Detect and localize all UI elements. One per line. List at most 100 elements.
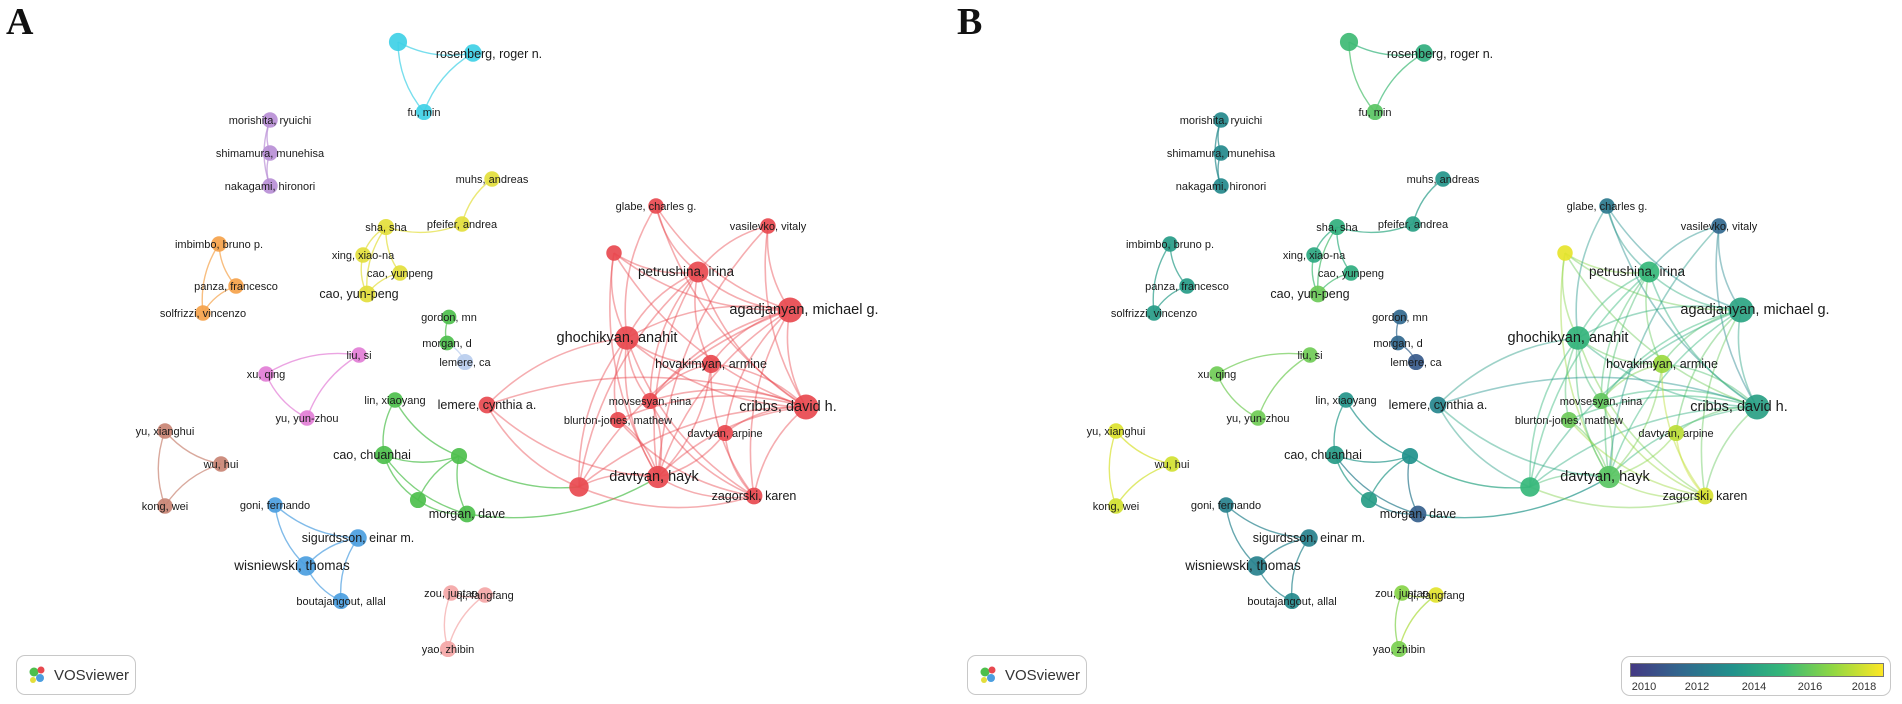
node-morgan-dave[interactable] — [1409, 505, 1427, 523]
node-cao-yun-peng[interactable] — [1309, 285, 1327, 303]
node-kong-wei[interactable] — [157, 498, 173, 514]
node-movsesyan[interactable] — [1592, 392, 1610, 410]
node-pfeifer[interactable] — [1405, 216, 1421, 232]
node-solfrizzi[interactable] — [1146, 305, 1162, 321]
node-qi-fangfang[interactable] — [477, 587, 493, 603]
node-imbimbo[interactable] — [1162, 236, 1178, 252]
node-red-unlabeled-2[interactable] — [1520, 477, 1540, 497]
node-xu-qing[interactable] — [1209, 366, 1225, 382]
node-xu-qing[interactable] — [258, 366, 274, 382]
node-panza[interactable] — [228, 278, 244, 294]
node-petrushina[interactable] — [1638, 261, 1660, 283]
node-gordon[interactable] — [441, 309, 457, 325]
node-zou-juntao[interactable] — [1394, 585, 1410, 601]
node-yu-xianghui[interactable] — [157, 423, 173, 439]
node-morgan-d[interactable] — [439, 335, 455, 351]
node-xing[interactable] — [1306, 247, 1322, 263]
node-fu-min[interactable] — [415, 103, 433, 121]
node-lemere-ca[interactable] — [456, 353, 474, 371]
node-yao-zhibin[interactable] — [1390, 640, 1408, 658]
node-agadjanyan[interactable] — [777, 297, 803, 323]
node-glabe[interactable] — [1599, 198, 1615, 214]
node-muhs[interactable] — [1435, 171, 1451, 187]
node-green-unlabeled-2[interactable] — [409, 491, 427, 509]
node-zagorski[interactable] — [745, 487, 763, 505]
node-unlabeled-cyan[interactable] — [1339, 32, 1359, 52]
node-shimamura[interactable] — [1213, 145, 1229, 161]
node-ghochikyan[interactable] — [615, 326, 639, 350]
node-qi-fangfang[interactable] — [1428, 587, 1444, 603]
node-morishita[interactable] — [1213, 112, 1229, 128]
node-davtyan-hayk[interactable] — [646, 465, 670, 489]
node-boutajangout[interactable] — [332, 592, 350, 610]
node-unlabeled-cyan[interactable] — [388, 32, 408, 52]
node-wu-hui[interactable] — [1164, 456, 1180, 472]
node-red-unlabeled-2[interactable] — [569, 477, 589, 497]
node-boutajangout[interactable] — [1283, 592, 1301, 610]
node-lemere-ca[interactable] — [1407, 353, 1425, 371]
node-lemere-cynthia[interactable] — [1429, 396, 1447, 414]
node-cribbs[interactable] — [793, 394, 819, 420]
node-wisniewski[interactable] — [1247, 556, 1267, 576]
node-wisniewski[interactable] — [296, 556, 316, 576]
node-cao-chuanhai[interactable] — [374, 445, 394, 465]
node-wu-hui[interactable] — [213, 456, 229, 472]
node-red-unlabeled[interactable] — [606, 245, 622, 261]
node-rosenberg[interactable] — [464, 44, 482, 62]
node-lin-xiaoyang[interactable] — [387, 392, 403, 408]
node-morishita[interactable] — [262, 112, 278, 128]
node-goni[interactable] — [1218, 497, 1234, 513]
node-cao-yunpeng[interactable] — [1343, 265, 1359, 281]
node-sigurdsson[interactable] — [1300, 529, 1318, 547]
node-cao-chuanhai[interactable] — [1325, 445, 1345, 465]
vosviewer-badge-a[interactable]: VOSviewer — [16, 655, 136, 695]
node-glabe[interactable] — [648, 198, 664, 214]
node-ghochikyan[interactable] — [1566, 326, 1590, 350]
node-yao-zhibin[interactable] — [439, 640, 457, 658]
node-cribbs[interactable] — [1744, 394, 1770, 420]
node-blurton-jones[interactable] — [1560, 411, 1578, 429]
node-hovakimyan[interactable] — [1652, 354, 1672, 374]
vosviewer-badge-b[interactable]: VOSviewer — [967, 655, 1087, 695]
node-zou-juntao[interactable] — [443, 585, 459, 601]
node-solfrizzi[interactable] — [195, 305, 211, 321]
node-green-unlabeled-1[interactable] — [1401, 447, 1419, 465]
node-davtyan-arpine[interactable] — [716, 424, 734, 442]
node-agadjanyan[interactable] — [1728, 297, 1754, 323]
node-yu-yun-zhou[interactable] — [299, 410, 315, 426]
node-goni[interactable] — [267, 497, 283, 513]
node-hovakimyan[interactable] — [701, 354, 721, 374]
node-petrushina[interactable] — [687, 261, 709, 283]
node-rosenberg[interactable] — [1415, 44, 1433, 62]
node-green-unlabeled-1[interactable] — [450, 447, 468, 465]
node-sigurdsson[interactable] — [349, 529, 367, 547]
node-lemere-cynthia[interactable] — [478, 396, 496, 414]
node-liu-si[interactable] — [351, 347, 367, 363]
node-davtyan-hayk[interactable] — [1597, 465, 1621, 489]
node-yu-xianghui[interactable] — [1108, 423, 1124, 439]
node-morgan-dave[interactable] — [458, 505, 476, 523]
node-xing[interactable] — [355, 247, 371, 263]
node-liu-si[interactable] — [1302, 347, 1318, 363]
node-lin-xiaoyang[interactable] — [1338, 392, 1354, 408]
node-red-unlabeled[interactable] — [1557, 245, 1573, 261]
node-zagorski[interactable] — [1696, 487, 1714, 505]
node-sha-sha[interactable] — [377, 218, 395, 236]
node-cao-yunpeng[interactable] — [392, 265, 408, 281]
node-movsesyan[interactable] — [641, 392, 659, 410]
node-sha-sha[interactable] — [1328, 218, 1346, 236]
node-davtyan-arpine[interactable] — [1667, 424, 1685, 442]
node-gordon[interactable] — [1392, 309, 1408, 325]
node-blurton-jones[interactable] — [609, 411, 627, 429]
node-cao-yun-peng[interactable] — [358, 285, 376, 303]
node-vasilevko[interactable] — [760, 218, 776, 234]
node-vasilevko[interactable] — [1711, 218, 1727, 234]
node-fu-min[interactable] — [1366, 103, 1384, 121]
node-imbimbo[interactable] — [211, 236, 227, 252]
node-nakagami[interactable] — [262, 178, 278, 194]
node-nakagami[interactable] — [1213, 178, 1229, 194]
node-muhs[interactable] — [484, 171, 500, 187]
node-morgan-d[interactable] — [1390, 335, 1406, 351]
